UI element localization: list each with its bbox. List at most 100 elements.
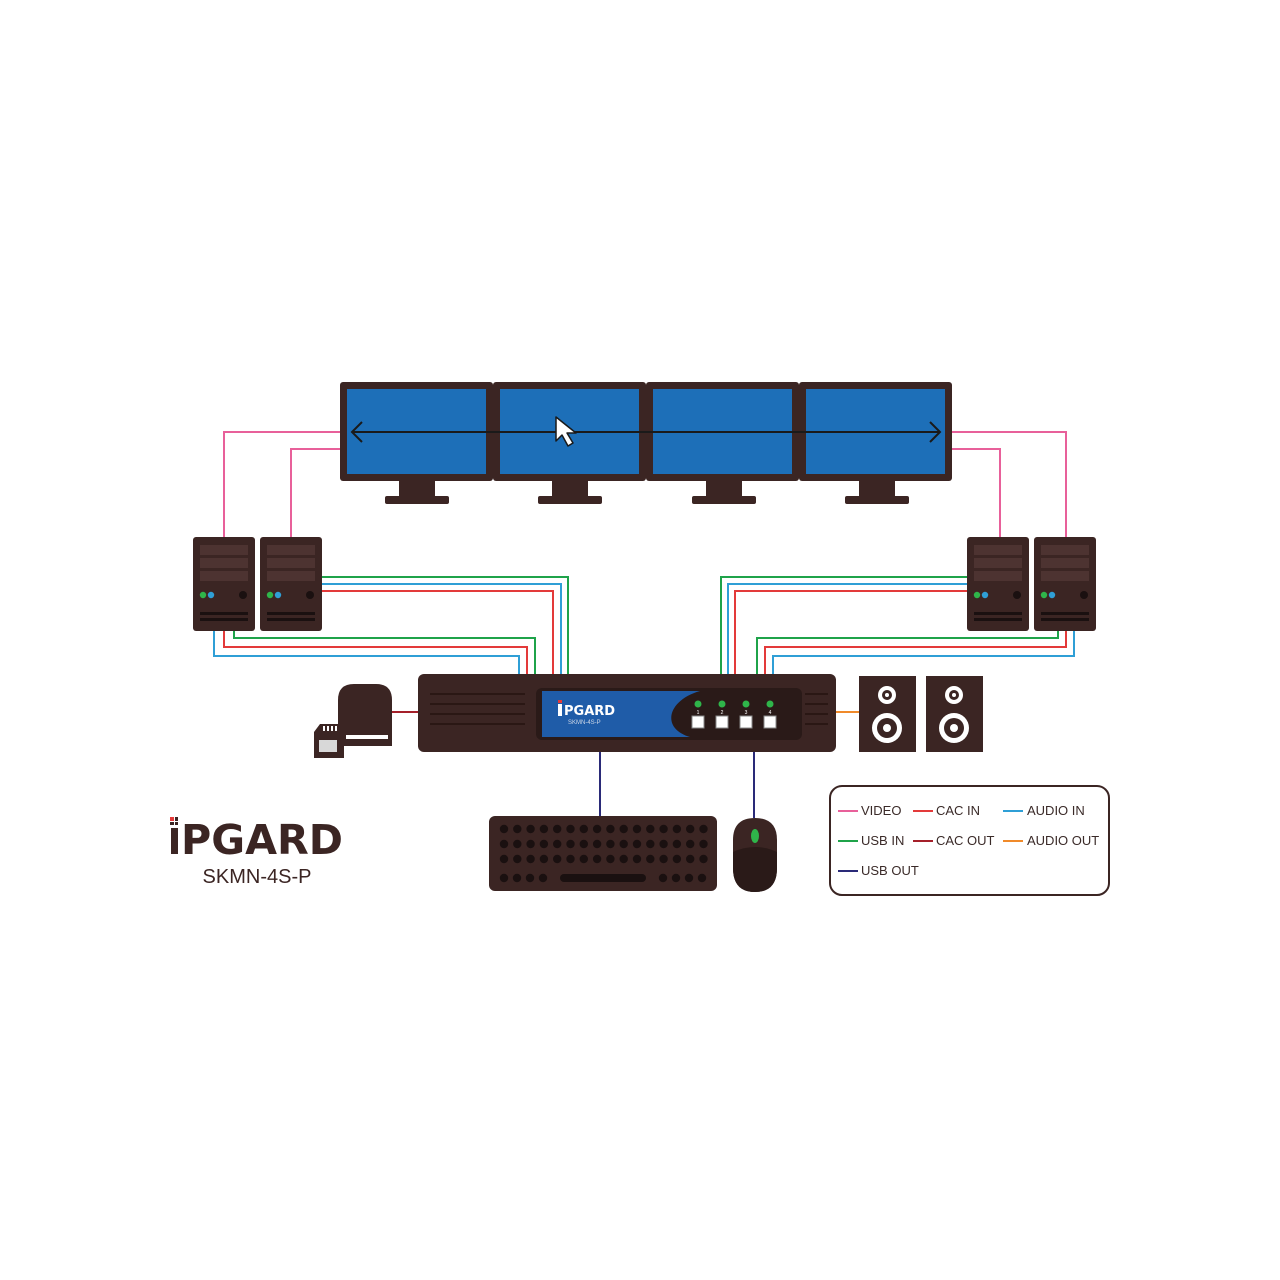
- kvm-switch: PGARD SKMN-4S-P 1 2 3 4: [418, 674, 836, 752]
- legend-item-audio-out: AUDIO OUT: [1003, 833, 1099, 848]
- keyboard-key: [566, 839, 575, 849]
- svg-text:CAC OUT: CAC OUT: [936, 833, 995, 848]
- keyboard-key: [659, 854, 668, 864]
- keyboard-key: [606, 854, 615, 864]
- legend: VIDEO CAC IN AUDIO IN USB IN CAC OUT AUD…: [829, 785, 1110, 896]
- brand-logo: PGARD SKMN-4S-P: [170, 816, 343, 888]
- keyboard-key: [646, 839, 655, 849]
- keyboard-key: [686, 839, 695, 849]
- smart-card-icon: [314, 724, 344, 758]
- svg-text:USB OUT: USB OUT: [861, 863, 919, 878]
- keyboard-key: [512, 873, 522, 883]
- pc2-audio-cable: [322, 583, 562, 676]
- pc3-usb-cable: [720, 576, 967, 676]
- keyboard-key: [526, 839, 535, 849]
- port-button-2[interactable]: 2: [715, 700, 729, 729]
- keyboard-key: [659, 839, 668, 849]
- port-button-3[interactable]: 3: [739, 700, 753, 729]
- svg-text:3: 3: [745, 710, 748, 716]
- computer-4: [1034, 537, 1096, 631]
- keyboard-key: [553, 854, 562, 864]
- keyboard-key: [699, 854, 708, 864]
- pc3-cac-cable: [734, 590, 967, 676]
- keyboard-key: [697, 873, 707, 883]
- keyboard-key: [686, 824, 695, 834]
- computer-2: [260, 537, 322, 631]
- legend-item-cac-in: CAC IN: [913, 803, 980, 818]
- pc2-cac-cable: [322, 590, 554, 676]
- svg-text:CAC IN: CAC IN: [936, 803, 980, 818]
- monitor-wall: [340, 382, 952, 504]
- keyboard-key: [526, 854, 535, 864]
- svg-text:2: 2: [721, 710, 724, 716]
- port-button-4[interactable]: 4: [763, 700, 777, 729]
- keyboard-key: [619, 824, 628, 834]
- keyboard-key: [619, 854, 628, 864]
- keyboard-key: [619, 839, 628, 849]
- keyboard-key: [525, 873, 535, 883]
- keyboard-key: [526, 824, 535, 834]
- keyboard-key: [579, 839, 588, 849]
- svg-text:VIDEO: VIDEO: [861, 803, 901, 818]
- keyboard-key: [539, 824, 549, 834]
- svg-text:4: 4: [769, 710, 772, 716]
- keyboard-key: [632, 824, 642, 834]
- device-model: SKMN-4S-P: [568, 720, 601, 726]
- keyboard-key: [513, 854, 522, 864]
- keyboard-key: [672, 824, 682, 834]
- keyboard-key: [684, 873, 694, 883]
- keyboard-key: [513, 839, 522, 849]
- keyboard-key: [499, 854, 509, 864]
- keyboard-key: [499, 839, 509, 849]
- keyboard-key: [658, 873, 668, 883]
- pc2-usb-cable: [322, 576, 569, 676]
- device-logo: PGARD: [564, 704, 615, 719]
- speaker-right: [926, 676, 983, 752]
- keyboard-key: [499, 873, 509, 883]
- pc1-cac-cable: [223, 630, 528, 676]
- keyboard-key: [646, 854, 655, 864]
- keyboard-key: [592, 824, 602, 834]
- cables: [213, 431, 1075, 818]
- legend-item-audio-in: AUDIO IN: [1003, 803, 1085, 818]
- keyboard-key: [499, 824, 509, 834]
- keyboard-key: [646, 824, 655, 834]
- keyboard: [489, 816, 717, 891]
- keyboard-key: [672, 839, 682, 849]
- keyboard-key: [671, 873, 681, 883]
- arrow-left-icon: [350, 421, 363, 443]
- pc1-usb-cable: [233, 630, 536, 676]
- keyboard-key: [566, 854, 575, 864]
- keyboard-key: [632, 839, 642, 849]
- svg-text:1: 1: [697, 710, 700, 716]
- pc4-audio-cable: [772, 630, 1075, 676]
- brand-model: SKMN-4S-P: [203, 866, 312, 888]
- keyboard-key: [566, 824, 575, 834]
- legend-item-video: VIDEO: [838, 803, 901, 818]
- keyboard-key: [659, 824, 668, 834]
- pc4-usb-cable: [756, 630, 1059, 676]
- keyboard-key: [513, 824, 522, 834]
- computer-3: [967, 537, 1029, 631]
- legend-item-cac-out: CAC OUT: [913, 833, 995, 848]
- mouse: [733, 818, 777, 892]
- keyboard-key: [592, 854, 602, 864]
- legend-item-usb-out: USB OUT: [838, 863, 919, 878]
- keyboard-key: [699, 824, 708, 834]
- computer-1: [193, 537, 255, 631]
- port-selector: 1 2 3 4: [691, 700, 777, 729]
- keyboard-key: [539, 839, 549, 849]
- video-cable-4: [952, 431, 1067, 540]
- keyboard-key: [606, 839, 615, 849]
- brand-name: PGARD: [181, 816, 343, 864]
- keyboard-key: [592, 839, 602, 849]
- svg-text:AUDIO IN: AUDIO IN: [1027, 803, 1085, 818]
- cac-card-reader: [314, 684, 392, 758]
- pc1-audio-cable: [213, 630, 520, 676]
- video-cable-3: [952, 448, 1001, 540]
- video-cable-1: [223, 431, 340, 540]
- keyboard-key: [699, 839, 708, 849]
- keyboard-key: [632, 854, 642, 864]
- port-button-1[interactable]: 1: [691, 700, 705, 729]
- pc4-cac-cable: [764, 630, 1067, 676]
